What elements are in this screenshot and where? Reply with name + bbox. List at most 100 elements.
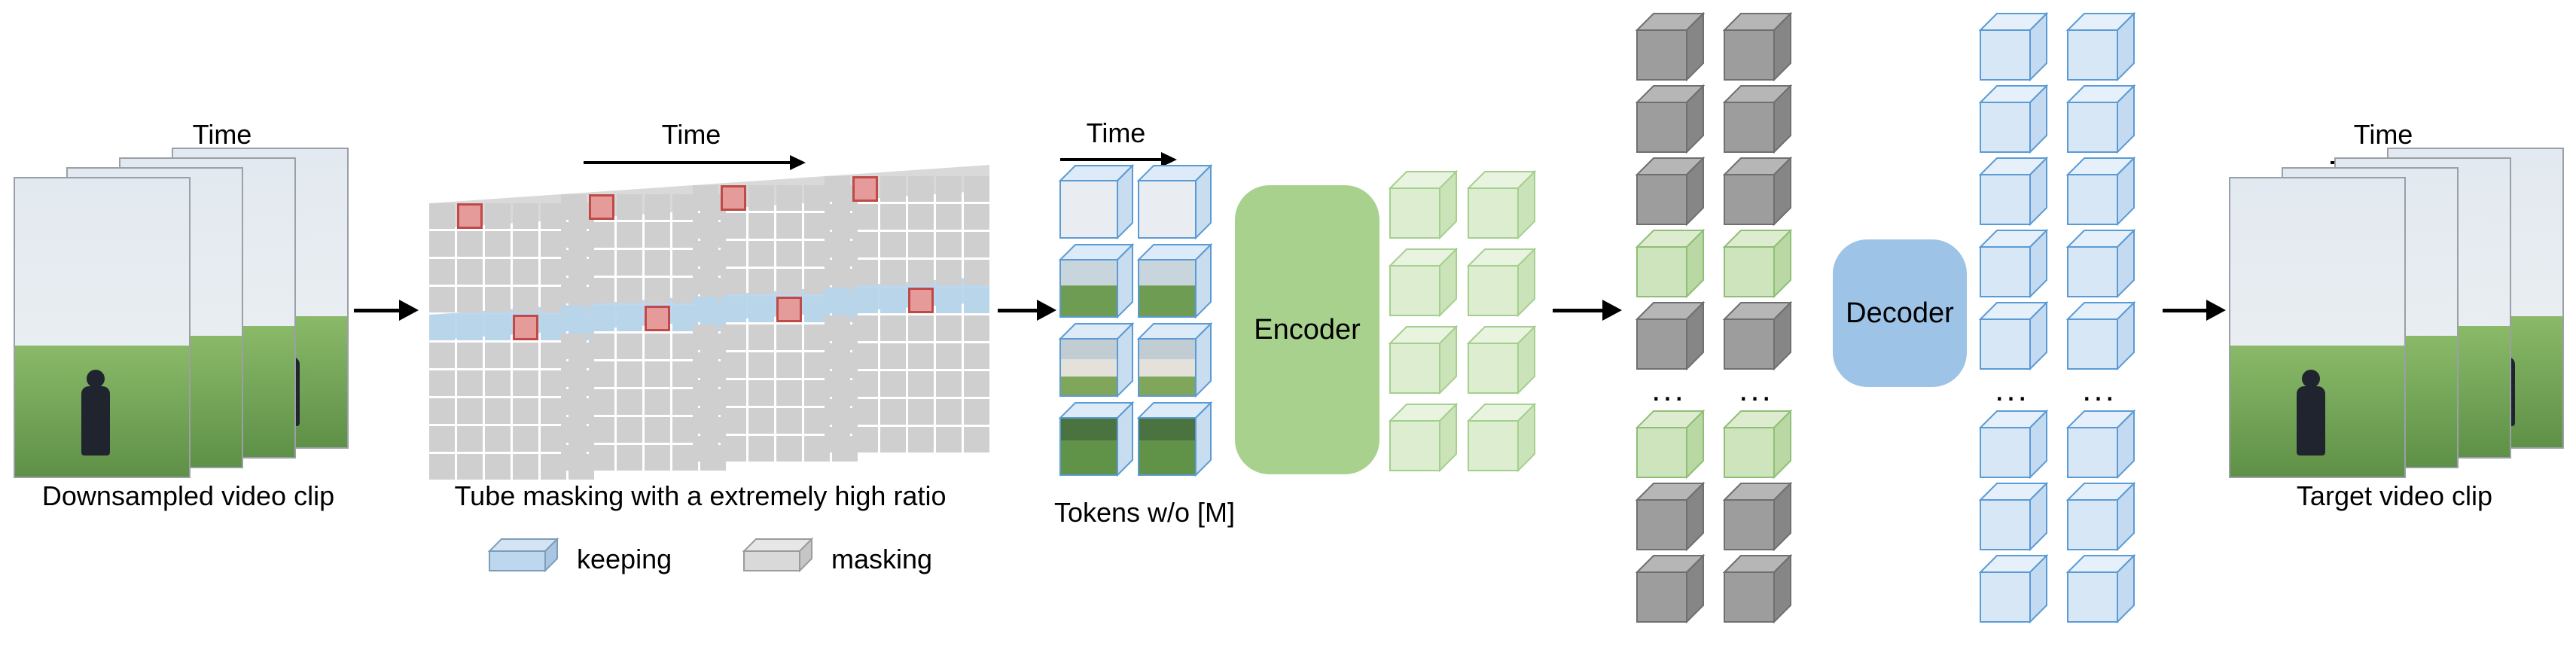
- mask-cell-masked: [561, 445, 587, 471]
- mask-cell-masked: [617, 389, 642, 415]
- decoder-input-cube-gray: [1722, 553, 1793, 624]
- mask-cell-masked: [825, 176, 850, 202]
- mask-cell-kept: [561, 306, 587, 331]
- mask-cell-masked: [964, 204, 989, 230]
- decoder-output-cube-blue: [1978, 553, 2049, 624]
- mask-cell-masked: [693, 380, 718, 406]
- mask-cell-highlight: [589, 194, 614, 220]
- mask-cell-masked: [852, 260, 878, 285]
- mask-cell-masked: [776, 213, 802, 239]
- mask-cell-masked: [645, 445, 670, 471]
- mask-cell-masked: [852, 204, 878, 230]
- decoder-output-cube-blue: [2065, 300, 2136, 371]
- mask-cell-masked: [693, 436, 718, 462]
- time-label-tokens: Time: [1086, 117, 1146, 148]
- arrow-head-icon: [1602, 300, 1622, 321]
- arrow-line: [354, 309, 405, 312]
- mask-cell-masked: [852, 315, 878, 341]
- arrow-head-icon: [1161, 152, 1177, 167]
- mask-cell-masked: [645, 278, 670, 303]
- decoder-output-cube-blue: [2065, 553, 2136, 624]
- token-cube-houses: [1058, 321, 1135, 398]
- decoder-input-cube-green: [1722, 228, 1793, 299]
- mask-cell-masked: [825, 260, 850, 285]
- mask-cell-masked: [936, 232, 962, 257]
- mask-cell-masked: [589, 250, 614, 276]
- mask-cell-kept: [825, 288, 850, 313]
- mask-cell-masked: [429, 287, 455, 312]
- mask-cell-highlight: [776, 297, 802, 322]
- target-video-frame: [2229, 177, 2406, 478]
- decoder-output-cube-blue: [2065, 409, 2136, 480]
- mask-cell-masked: [880, 399, 906, 425]
- mask-cell-masked: [485, 259, 511, 285]
- mask-cell-masked: [880, 427, 906, 452]
- decoder-output-ellipsis: ...: [1995, 371, 2029, 408]
- time-arrow-mask: [584, 155, 806, 170]
- decoder-output-cube-blue: [1978, 11, 2049, 82]
- mask-cell-masked: [880, 371, 906, 397]
- decoder-input-cube-gray: [1635, 300, 1706, 371]
- time-label-target: Time: [2353, 119, 2413, 150]
- mask-cell-masked: [721, 269, 746, 294]
- mask-cell-masked: [429, 398, 455, 424]
- mask-cell-masked: [589, 334, 614, 359]
- mask-cell-masked: [880, 176, 906, 202]
- token-cube-field: [1058, 242, 1135, 319]
- mask-cell-masked: [457, 343, 483, 368]
- encoder-output-cube-green_light: [1388, 169, 1459, 240]
- decoder-input-cube-gray: [1722, 11, 1793, 82]
- mask-cell-masked: [936, 176, 962, 202]
- mask-cell-masked: [908, 427, 934, 452]
- input-caption: Downsampled video clip: [41, 480, 335, 511]
- arrow-head-icon: [399, 300, 419, 321]
- decoder-output-cube-blue: [1978, 409, 2049, 480]
- decoder-output-cube-blue: [1978, 300, 2049, 371]
- decoder-output-cube-blue: [2065, 84, 2136, 154]
- mask-cell-kept: [457, 315, 483, 340]
- legend-keeping-label: keeping: [577, 544, 672, 574]
- mask-cell-masked: [880, 315, 906, 341]
- mask-cell-masked: [693, 241, 718, 267]
- mask-cell-masked: [513, 398, 538, 424]
- token-cube-sky: [1136, 163, 1213, 240]
- arrow-head-icon: [790, 155, 806, 170]
- mask-cell-masked: [880, 232, 906, 257]
- mask-cell-masked: [721, 241, 746, 267]
- mask-cell-masked: [589, 361, 614, 387]
- encoder-output-cube-green_light: [1388, 402, 1459, 473]
- time-arrow-tokens: [1060, 152, 1177, 167]
- mask-cell-masked: [936, 260, 962, 285]
- mask-cell-masked: [485, 454, 511, 480]
- encoder-output-cube-green_light: [1466, 247, 1537, 318]
- arrow-head-icon: [1037, 300, 1056, 321]
- mask-cell-masked: [825, 343, 850, 369]
- mask-cell-masked: [748, 408, 774, 434]
- mask-cell-masked: [748, 241, 774, 267]
- token-cube-darkfield: [1058, 401, 1135, 477]
- mask-cell-masked: [776, 408, 802, 434]
- mask-cell-masked: [617, 361, 642, 387]
- mask-cell-masked: [645, 389, 670, 415]
- mask-cell-masked: [936, 204, 962, 230]
- mask-cell-kept: [589, 306, 614, 331]
- mask-cell-masked: [936, 343, 962, 369]
- mask-cell-masked: [429, 454, 455, 480]
- mask-cell-masked: [964, 232, 989, 257]
- mask-cell-kept: [429, 315, 455, 340]
- decoder-input-cube-gray: [1722, 300, 1793, 371]
- mask-cell-masked: [748, 213, 774, 239]
- mask-cell-kept: [721, 297, 746, 322]
- mask-cell-masked: [825, 232, 850, 257]
- decoder-input-cube-gray: [1635, 553, 1706, 624]
- mask-cell-masked: [776, 436, 802, 462]
- mask-cell-masked: [721, 380, 746, 406]
- mask-cell-masked: [429, 259, 455, 285]
- flow-arrow-4: [2163, 300, 2226, 321]
- mask-cell-masked: [485, 287, 511, 312]
- mask-cell-highlight: [513, 315, 538, 340]
- arrow-line: [1553, 309, 1608, 312]
- mask-cell-masked: [908, 232, 934, 257]
- mask-cell-masked: [964, 260, 989, 285]
